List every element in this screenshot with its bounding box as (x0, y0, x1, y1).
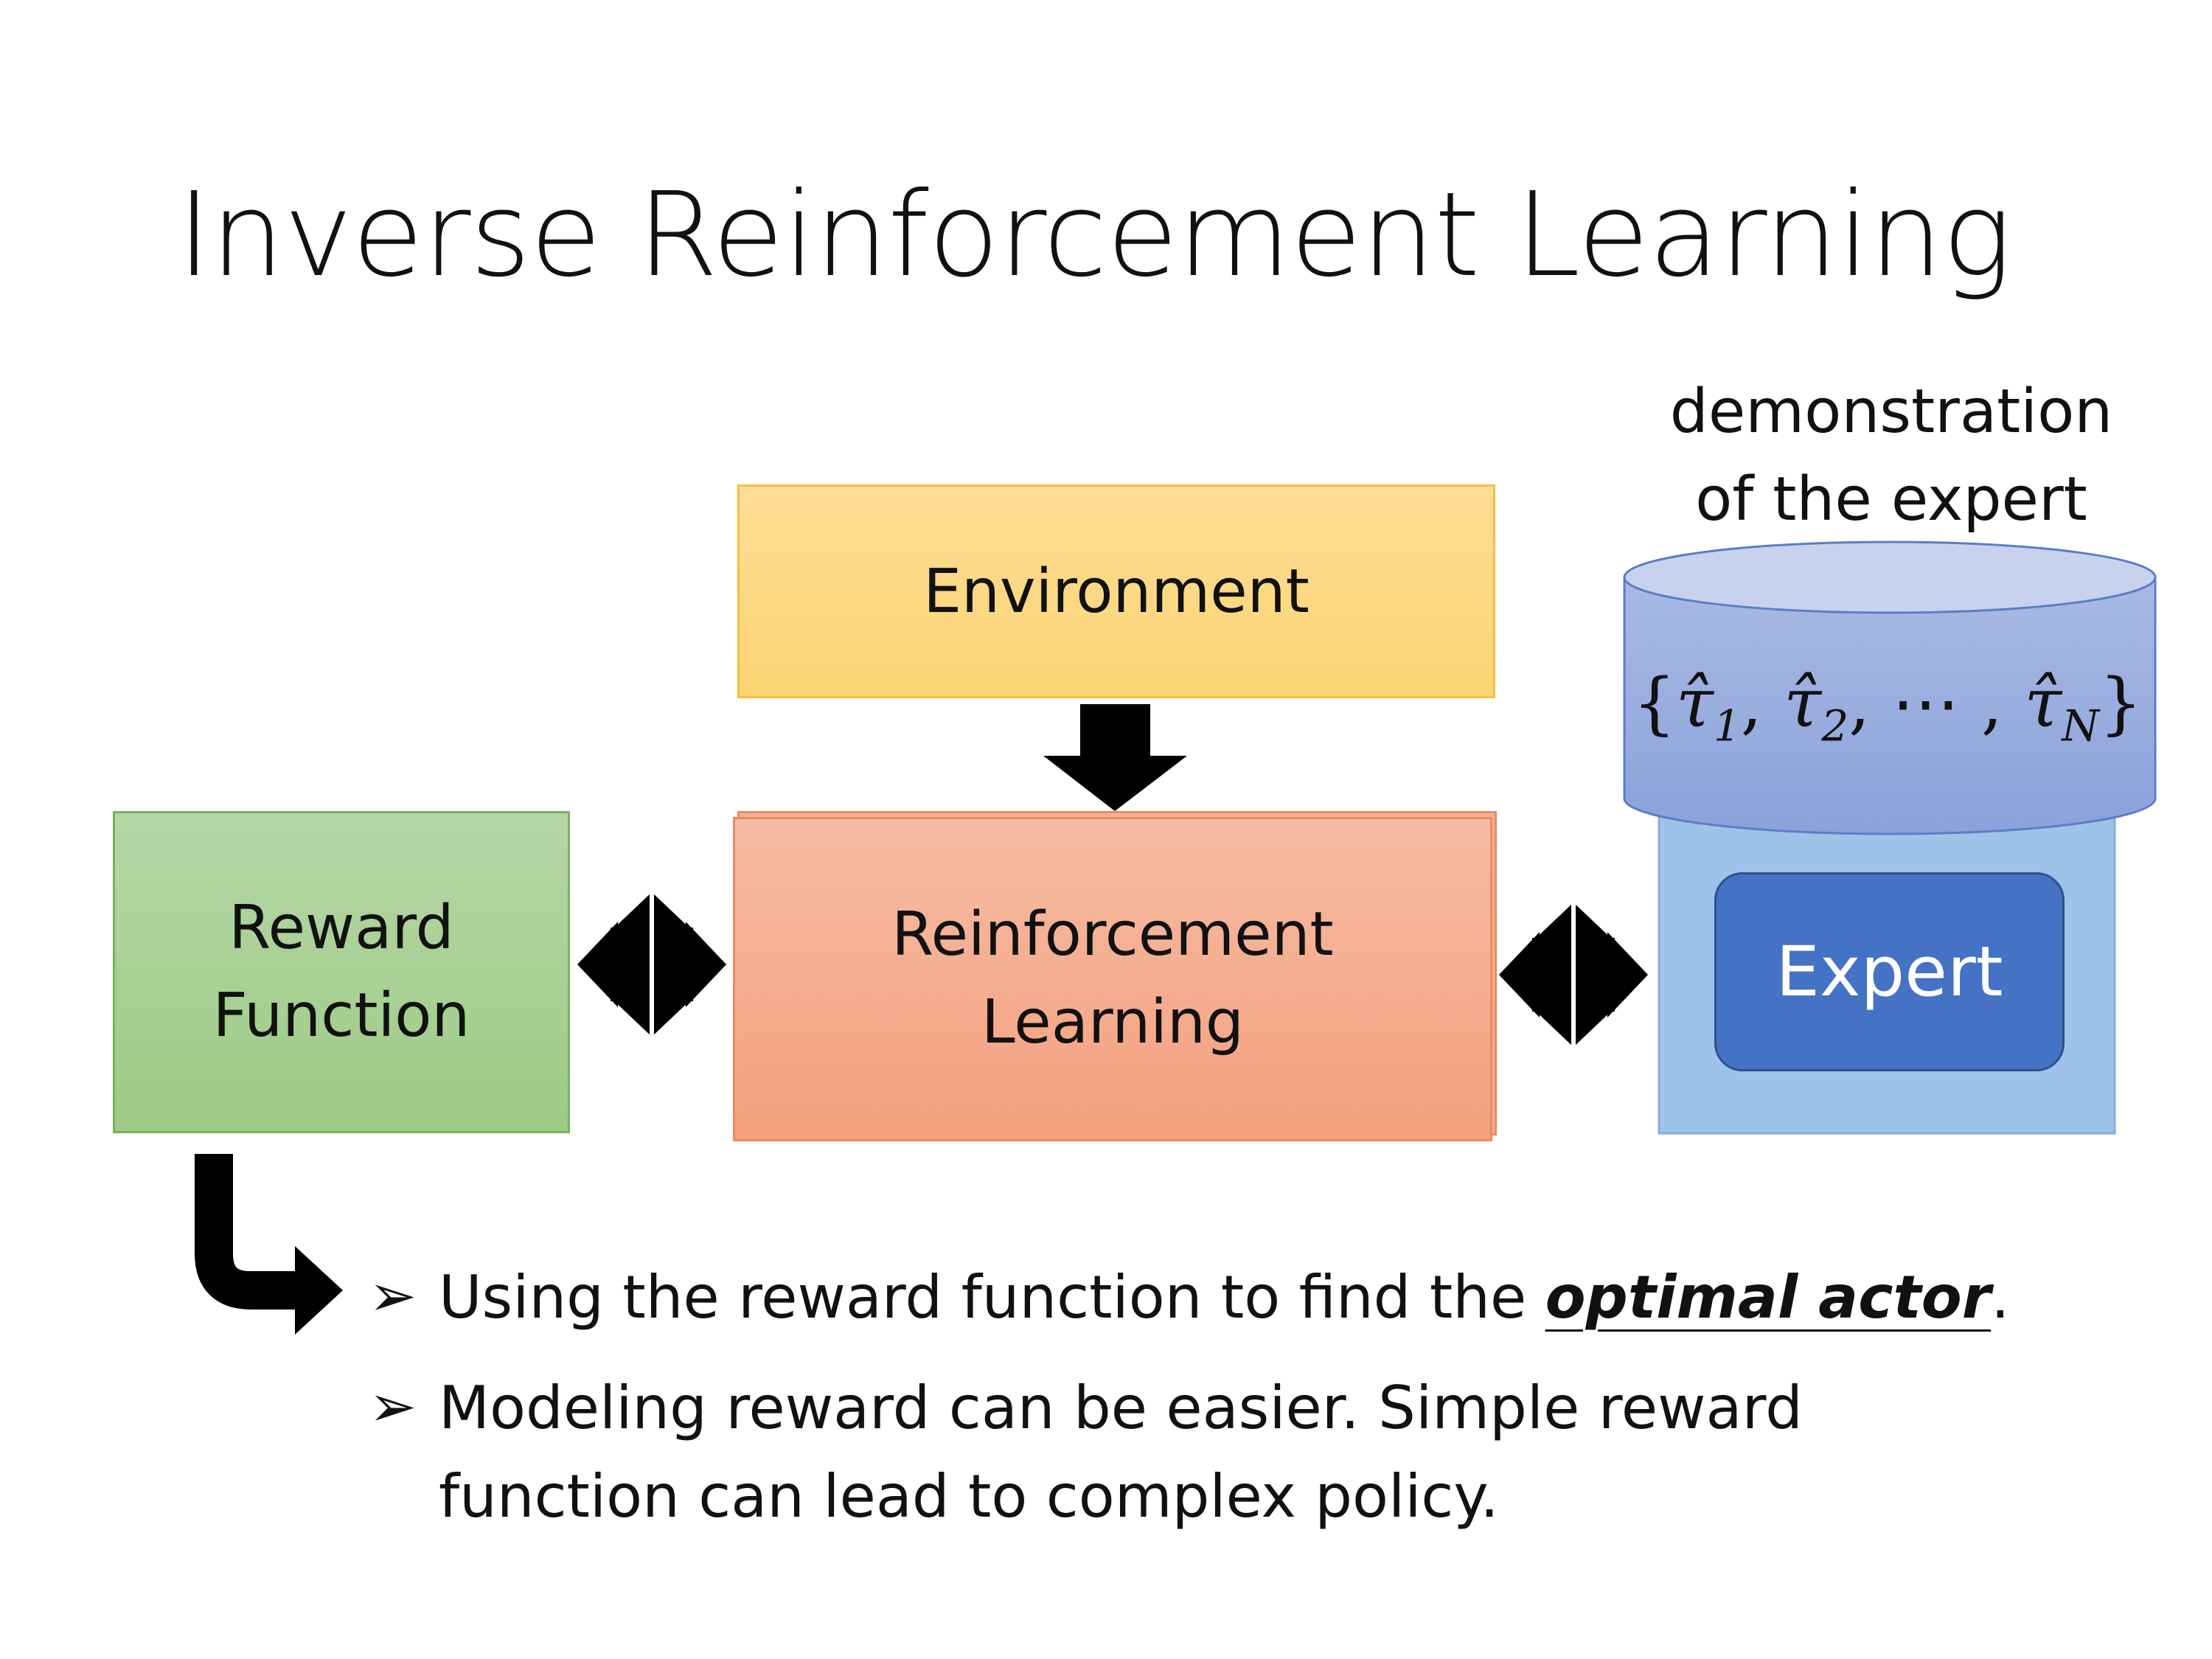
expert-label: Expert (1775, 931, 2003, 1012)
expert-box: Expert (1714, 872, 2065, 1071)
sub-1: 1 (1713, 700, 1741, 751)
separator-1: , (1740, 664, 1763, 742)
slide-title: Inverse Reinforcement Learning (177, 167, 2012, 303)
curved-arrow-icon (195, 1154, 302, 1310)
rl-label-line1: Reinforcement (891, 900, 1334, 970)
environment-box: Environment (737, 484, 1495, 698)
demonstration-label-line1: demonstration (1669, 377, 2113, 447)
bullet-text-end: . (1991, 1263, 2010, 1332)
tau-1: τ̂ (1675, 664, 1714, 742)
reinforcement-learning-box: Reinforcement Learning (733, 817, 1492, 1141)
reward-label-line2: Function (212, 980, 470, 1051)
brace-open: { (1632, 664, 1676, 742)
bullet-emphasis: optimal actor (1545, 1263, 1992, 1332)
database-cylinder-icon (1623, 540, 2157, 835)
reward-function-box: Reward Function (113, 811, 570, 1133)
sub-n: N (2062, 700, 2099, 751)
bullet-item: ➢ Using the reward function to find the … (369, 1253, 2010, 1342)
demonstration-label: demonstration of the expert (1607, 369, 2175, 544)
separator-ellipsis: , ⋯ , (1848, 664, 2003, 742)
sub-2: 2 (1821, 700, 1849, 751)
bullet-list: ➢ Using the reward function to find the … (369, 1253, 2010, 1541)
arrow-bullet-icon: ➢ (369, 1263, 417, 1329)
rl-label-line2: Learning (981, 987, 1244, 1057)
trajectory-set: {τ̂1, τ̂2, ⋯ , τ̂N} (1622, 664, 2153, 751)
demonstration-label-line2: of the expert (1695, 464, 2087, 535)
bullet-item: ➢ Modeling reward can be easier. Simple … (369, 1364, 2010, 1541)
tau-2: τ̂ (1784, 664, 1822, 742)
brace-close: } (2099, 664, 2143, 742)
tau-n: τ̂ (2024, 664, 2062, 742)
bullet-text-line2: function can lead to complex policy. (439, 1462, 1499, 1531)
down-arrow-icon (1043, 704, 1187, 811)
bullet-text-line1: Modeling reward can be easier. Simple re… (439, 1374, 1803, 1442)
bullet-text: Using the reward function to find the (439, 1263, 1545, 1332)
reward-label-line1: Reward (229, 892, 454, 963)
arrow-bullet-icon: ➢ (369, 1374, 417, 1440)
environment-label: Environment (923, 556, 1310, 627)
